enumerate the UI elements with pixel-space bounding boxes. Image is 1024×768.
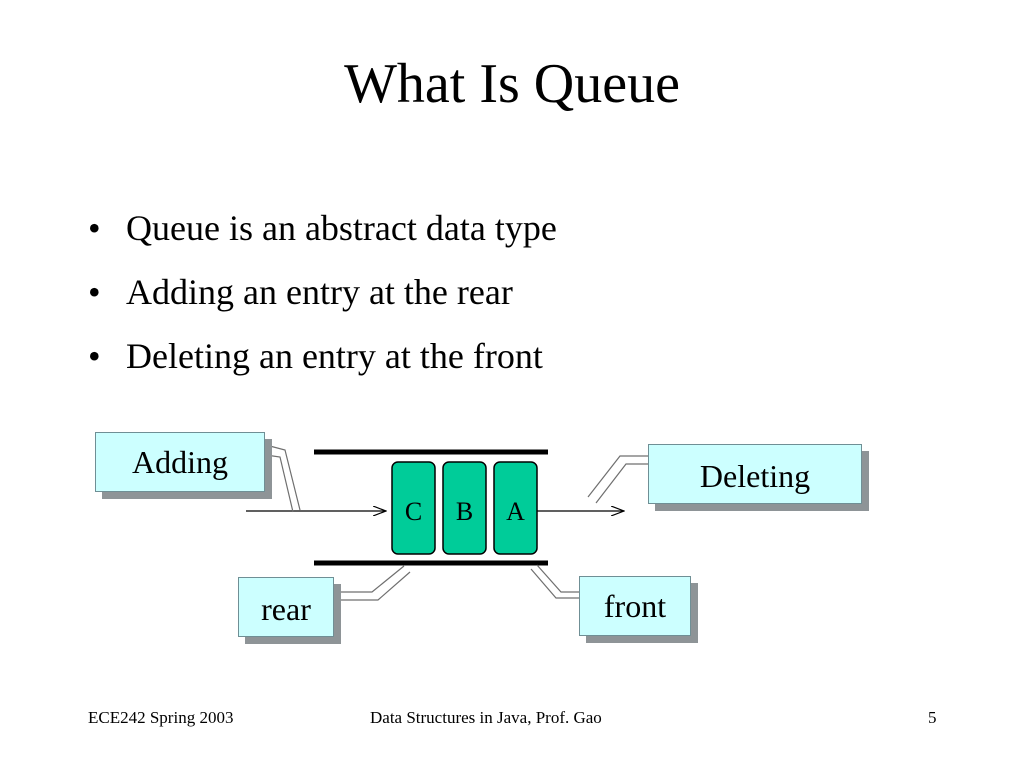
rear-callout-leader — [336, 565, 411, 601]
bullet-marker: • — [88, 208, 101, 248]
front-label: front — [579, 576, 691, 636]
front-callout-leader — [530, 564, 580, 599]
deleting-callout-leader — [587, 455, 650, 504]
deleting-label: Deleting — [648, 444, 862, 504]
page-number: 5 — [928, 708, 937, 727]
queue-cell-a: A — [493, 461, 538, 555]
adding-callout-leader — [265, 444, 301, 513]
queue-cell-label: B — [456, 497, 473, 526]
bullet-marker: • — [88, 336, 101, 376]
bullet-item: • Deleting an entry at the front — [86, 324, 557, 388]
bullet-marker: • — [88, 272, 101, 312]
footer-left: ECE242 Spring 2003 — [88, 708, 234, 727]
queue-cell-c: C — [391, 461, 436, 555]
queue-cell-label: A — [506, 497, 525, 526]
rear-label: rear — [238, 577, 334, 637]
slide-title: What Is Queue — [344, 53, 680, 115]
bullet-item: • Adding an entry at the rear — [86, 260, 557, 324]
bullet-text: Queue is an abstract data type — [126, 208, 557, 248]
bullet-item: • Queue is an abstract data type — [86, 196, 557, 260]
footer-center: Data Structures in Java, Prof. Gao — [370, 708, 602, 727]
bullet-text: Deleting an entry at the front — [126, 336, 543, 376]
queue-cell-b: B — [442, 461, 487, 555]
queue-cell-label: C — [405, 497, 422, 526]
bullet-list: • Queue is an abstract data type • Addin… — [86, 196, 557, 388]
bullet-text: Adding an entry at the rear — [126, 272, 513, 312]
adding-label: Adding — [95, 432, 265, 492]
